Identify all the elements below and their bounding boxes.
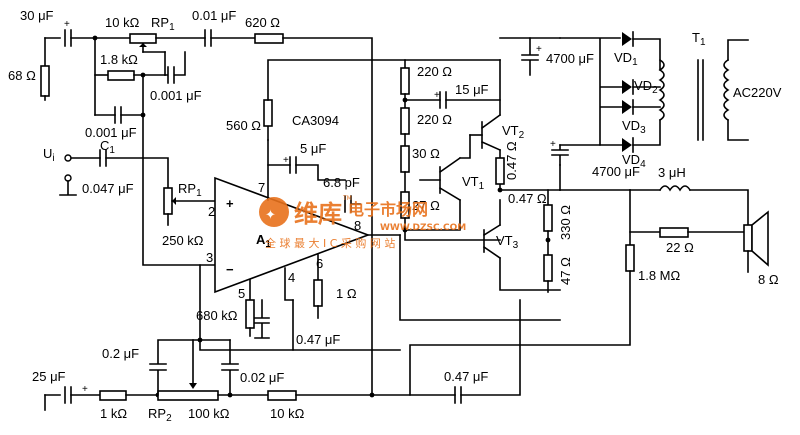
label-r-220b: 220 Ω [417,112,452,127]
label-c-4700a: 4700 μF [546,51,594,66]
label-c-0001b: 0.001 μF [85,125,137,140]
label-c1-value: 0.047 μF [82,181,134,196]
label-r-1m8: 1.8 MΩ [638,268,681,283]
label-pin6: 6 [316,256,323,271]
label-t1: T1 [692,30,706,48]
label-vt1: VT1 [462,174,485,192]
label-c-001: 0.01 μF [192,8,236,23]
label-vd4: VD4 [622,152,646,170]
label-l-3uh: 3 μH [658,165,686,180]
label-c-4700b: 4700 μF [592,164,640,179]
watermark-url: WWW.DZSC.COM [380,223,466,233]
label-plus-25u: + [82,384,88,395]
label-plus-4700a: + [536,44,542,55]
label-r-47: 47 Ω [558,257,573,285]
label-vt2: VT2 [502,123,525,141]
label-c-6p8: 6.8 pF [323,175,360,190]
label-plus-15u: + [434,90,440,101]
label-r-1k: 1 kΩ [100,406,127,421]
label-r-27: 27 Ω [412,198,440,213]
label-pin3: 3 [206,250,213,265]
label-rp2: RP2 [148,406,172,424]
label-plus-5uf: + [283,155,289,166]
label-r-047a: 0.47 Ω [504,141,519,180]
label-r-330: 330 Ω [558,205,573,240]
label-r-100k: 100 kΩ [188,406,230,421]
label-r-560: 560 Ω [226,118,261,133]
label-vt3: VT3 [496,233,519,251]
label-pin8: 8 [354,218,361,233]
output-stage [399,59,561,321]
label-c-047u: 0.47 μF [296,332,340,347]
label-c-25u: 25 μF [32,369,66,384]
labels: 30 μF + 68 Ω 10 kΩ RP1 0.01 μF 620 Ω 1.8… [8,8,782,424]
power-supply [499,31,749,191]
label-r-220a: 220 Ω [417,64,452,79]
label-r-1k8: 1.8 kΩ [100,52,138,67]
label-pin5: 5 [238,286,245,301]
label-ac220v: AC220V [733,85,782,100]
watermark-brand2: 电子市场网 [348,200,428,219]
label-r-68: 68 Ω [8,68,36,83]
label-pin4: 4 [288,270,295,285]
label-r-680k: 680 kΩ [196,308,238,323]
watermark-logo-icon [259,197,289,227]
label-vd3: VD3 [622,118,646,136]
label-c-5uf: 5 μF [300,141,326,156]
output-network [409,185,769,396]
label-minus-input: − [226,262,234,277]
watermark: ✦ 维库 电子市场网 TM WWW.DZSC.COM 全 球 最 大 I C 采… [259,195,466,250]
label-rp1-left: RP1 [178,181,202,199]
op-amp-a1 [197,59,501,351]
label-c-30uf: 30 μF [20,8,54,23]
input-stage [59,149,216,226]
label-r-047b: 0.47 Ω [508,191,547,206]
label-plus-4700b: + [550,139,556,150]
label-c-15u: 15 μF [455,82,489,97]
watermark-logo-glyph: ✦ [265,208,276,223]
label-pin7: 7 [258,180,265,195]
label-rp1-top: RP1 [151,15,175,33]
label-plus-30uf: + [64,19,70,30]
watermark-brand: 维库 [294,200,342,228]
label-c1: C1 [100,138,115,156]
label-pin2: 2 [208,204,215,219]
label-r-22: 22 Ω [666,240,694,255]
label-c-0p02: 0.02 μF [240,370,284,385]
input-network [40,29,373,396]
label-c-0p2: 0.2 μF [102,346,139,361]
label-vd1: VD1 [614,50,638,68]
label-c-047u-b: 0.47 μF [444,369,488,384]
label-spk-8ohm: 8 Ω [758,272,779,287]
label-r-10kb: 10 kΩ [270,406,305,421]
label-c-0001a: 0.001 μF [150,88,202,103]
label-r-30: 30 Ω [412,146,440,161]
label-input-ui: Ui [43,146,55,164]
feedback-network [44,299,521,411]
label-amp-a1: A1 [256,232,271,250]
label-r-10k: 10 kΩ [105,15,140,30]
watermark-tm: TM [342,195,352,202]
watermark-slogan: 全 球 最 大 I C 采 购 网 站 [265,236,395,250]
label-plus-input: + [226,196,234,211]
label-r-620: 620 Ω [245,15,280,30]
label-ic-ca3094: CA3094 [292,113,339,128]
label-r-1: 1 Ω [336,286,357,301]
label-r-250k: 250 kΩ [162,233,204,248]
label-vd2: VD2 [634,78,658,96]
